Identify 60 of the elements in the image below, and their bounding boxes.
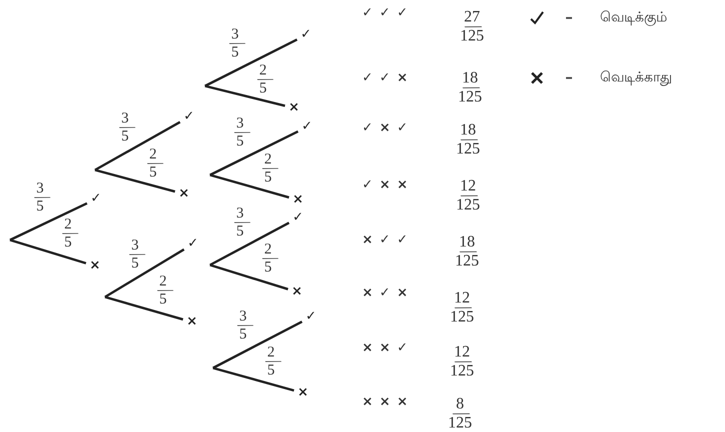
tree-branch: [10, 238, 86, 264]
edge-label: 2/5: [157, 274, 169, 308]
tree-branch: [204, 38, 298, 88]
outcome-mark: ✓: [298, 26, 314, 44]
outcome-mark: ×: [289, 283, 305, 301]
outcome-sequence: ✓ ✓ ×: [362, 70, 408, 86]
outcome-mark: ×: [295, 384, 311, 402]
tree-branch: [209, 222, 290, 266]
probability: 12/125: [450, 344, 474, 380]
edge-label: 2/5: [262, 242, 274, 276]
outcome-sequence: × × ✓: [362, 340, 408, 356]
tree-branch: [210, 174, 290, 199]
outcome-sequence: ✓ × ×: [362, 178, 408, 192]
tree-branch: [212, 366, 294, 392]
outcome-mark: ×: [286, 99, 302, 117]
tree-branch: [209, 130, 299, 176]
tree-branch: [212, 320, 303, 370]
outcome-sequence: × ✓ ×: [362, 286, 408, 300]
outcome-mark: ×: [290, 191, 306, 209]
outcome-mark: ✓: [299, 118, 315, 136]
outcome-mark: ×: [87, 257, 103, 275]
outcome-sequence: ✓ ✓ ✓: [362, 6, 408, 20]
edge-label: 3/5: [234, 206, 246, 240]
edge-label: 2/5: [257, 64, 269, 96]
edge-label: 3/5: [34, 182, 46, 214]
tree-branch: [204, 84, 286, 107]
outcome-sequence: × × ×: [362, 394, 408, 410]
edge-label: 2/5: [262, 152, 274, 186]
edge-label: 3/5: [237, 310, 249, 342]
tree-branch: [104, 248, 185, 298]
edge-label: 3/5: [234, 116, 246, 150]
edge-label: 3/5: [129, 238, 141, 272]
probability: 12/125: [450, 290, 474, 326]
outcome-mark: ✓: [181, 108, 197, 126]
probability: 12/125: [456, 178, 480, 214]
edge-label: 3/5: [119, 112, 131, 144]
tree-branch: [104, 296, 184, 321]
tree-branch: [210, 264, 288, 290]
edge-label: 2/5: [265, 346, 277, 378]
probability: 18/125: [458, 70, 482, 106]
probability: 8/125: [448, 396, 472, 432]
probability: 18/125: [456, 122, 480, 158]
outcome-mark: ×: [184, 313, 200, 331]
tree-branch: [94, 168, 176, 193]
outcome-mark: ✓: [290, 209, 306, 227]
edge-label: 3/5: [229, 28, 241, 60]
outcome-mark: ✓: [303, 308, 319, 326]
outcome-mark: ✓: [88, 190, 104, 208]
outcome-mark: ×: [176, 185, 192, 203]
outcome-sequence: × ✓ ✓: [362, 232, 408, 248]
legend-text: வெடிக்கும்: [600, 10, 667, 26]
outcome-mark: ✓: [185, 235, 201, 253]
legend-text: வெடிக்காது: [600, 70, 672, 86]
edge-label: 2/5: [62, 218, 74, 250]
outcome-sequence: ✓ × ✓: [362, 120, 408, 136]
probability: 18/125: [455, 234, 479, 270]
edge-label: 2/5: [147, 148, 159, 180]
probability: 27/125: [460, 10, 484, 44]
tree-branch: [9, 202, 88, 242]
tree-branch: [94, 121, 181, 172]
